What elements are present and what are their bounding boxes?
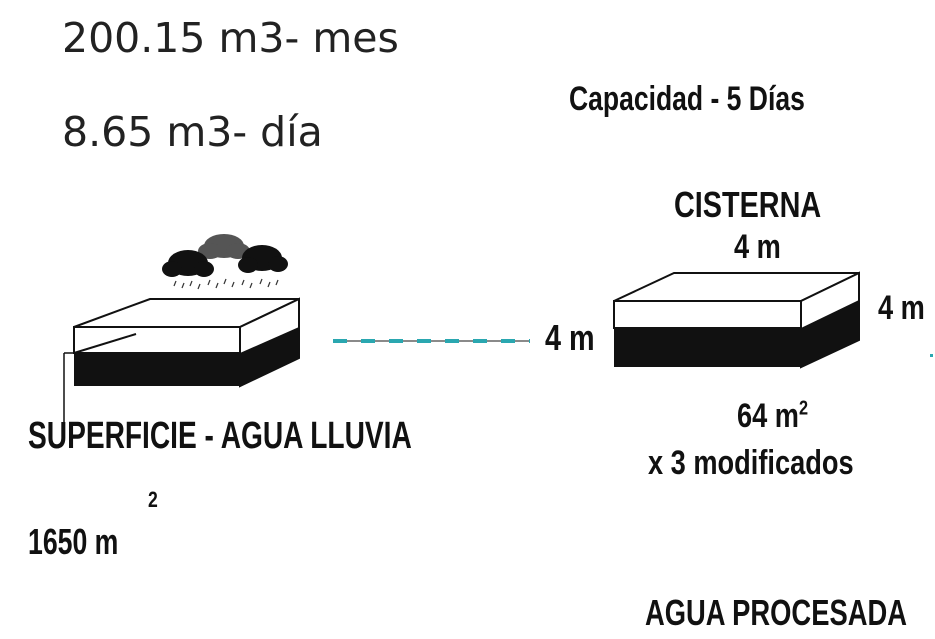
processed-water-label: AGUA PROCESADA [645,592,907,633]
cistern-right-dimension: 4 m [878,289,925,327]
cistern-area: 64 m2 [737,397,808,436]
cistern-left-dimension: 4 m [545,317,595,358]
capacity-label: Capacidad - 5 Días [569,80,805,118]
edge-mark [930,354,933,357]
cistern-top-dimension: 4 m [734,228,781,266]
surface-title: SUPERFICIE - AGUA LLUVIA [28,415,412,457]
surface-area-value: 1650 m [28,521,119,562]
cistern-title: CISTERNA [674,184,822,225]
monthly-volume-label: 200.15 m3- mes [62,14,399,62]
cistern-area-exponent: 2 [799,397,809,420]
cistern-area-value: 64 m [737,397,799,435]
rain-cloud-icon [162,234,288,290]
daily-volume-label: 8.65 m3- día [62,108,323,156]
cistern-multiplier: x 3 modificados [648,444,854,482]
cistern-box [613,271,860,369]
surface-area-exponent: 2 [148,487,158,512]
surface-slab [63,297,300,430]
